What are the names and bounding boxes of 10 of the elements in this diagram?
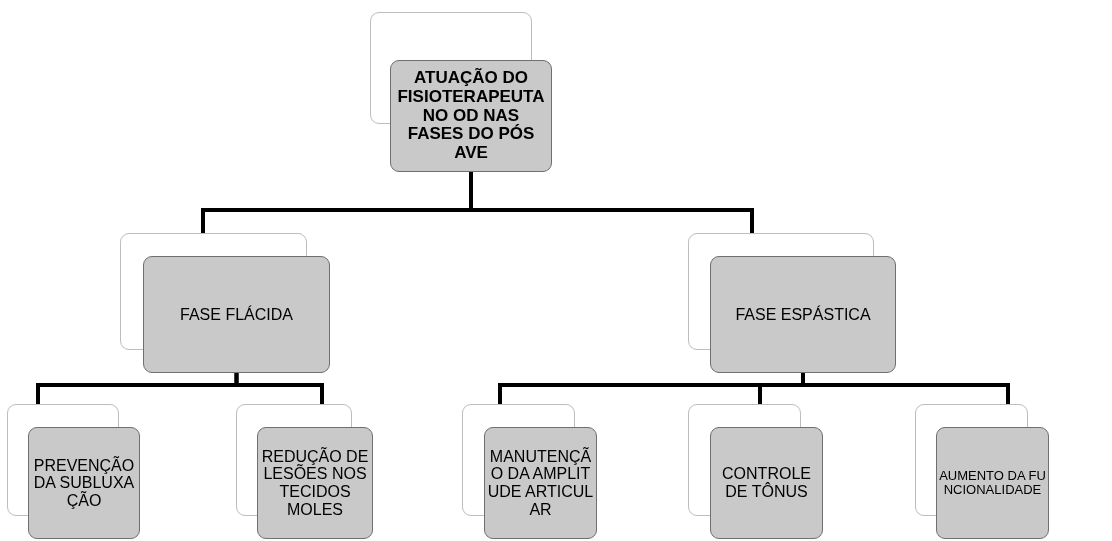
box-label: AUMENTO DA FUNCIONALIDADE (939, 468, 1046, 498)
box-label: REDUÇÃO DE LESÕES NOS TECIDOS MOLES (260, 447, 370, 519)
box-label: FASE ESPÁSTICA (735, 305, 871, 324)
box-label: ATUAÇÃO DO FISIOTERAPEUTA NO OD NAS FASES DO PÓS AVE (396, 69, 546, 163)
connector-line (801, 373, 1010, 404)
box-label: CONTROLE DE TÔNUS (721, 465, 812, 501)
box-label: PREVENÇÃO DA SUBLUXAÇÃO (32, 456, 136, 510)
connector-line (234, 373, 324, 404)
box-label: FASE FLÁCIDA (180, 305, 293, 324)
box-label: MANUTENÇÃO DA AMPLITUDE ARTICULAR (487, 447, 594, 519)
